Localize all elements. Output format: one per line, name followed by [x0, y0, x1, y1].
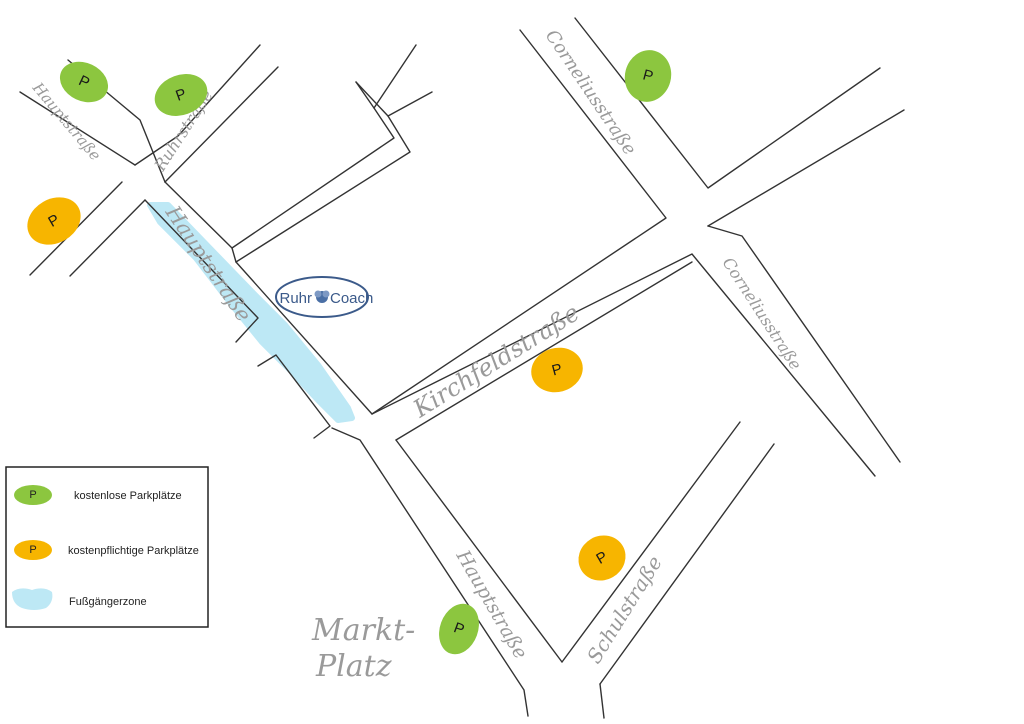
street-line: [371, 29, 667, 415]
legend-symbol-paid: [14, 540, 52, 560]
legend-label-paid: kostenpflichtige Parkplätze: [68, 545, 199, 557]
street-line: [561, 421, 741, 663]
street-line: [164, 181, 876, 477]
parking-marker-paid[interactable]: P: [526, 342, 588, 398]
marker-shape: [154, 74, 208, 116]
street-line: [355, 81, 389, 117]
street-line: [134, 44, 261, 166]
street-line: [69, 199, 146, 277]
marker-shape: [578, 535, 626, 581]
street-line: [599, 443, 775, 685]
parking-markers: P P P P P P P: [19, 45, 677, 660]
logo-text-left: Ruhr: [279, 290, 312, 307]
legend-item-free: P kostenlose Parkplätze: [14, 485, 182, 505]
marker-shape: [27, 197, 81, 245]
street-line: [331, 427, 529, 717]
parking-marker-free[interactable]: P: [432, 598, 485, 660]
parking-marker-free[interactable]: P: [149, 67, 213, 123]
street-label-corneliusstrasse-east: Corneliusstraße: [719, 254, 806, 373]
marker-label: P: [550, 360, 564, 379]
street-line: [19, 91, 136, 166]
legend-item-pedestrian: Fußgängerzone: [12, 588, 147, 610]
marker-shape: [439, 603, 479, 655]
legend-label-free: kostenlose Parkplätze: [74, 490, 182, 502]
parking-marker-paid[interactable]: P: [19, 188, 89, 254]
marker-label: P: [641, 66, 655, 85]
legend-symbol-label: P: [29, 544, 36, 556]
place-label-marktplatz-line1: Markt-: [311, 613, 415, 648]
street-line: [599, 683, 605, 719]
street-line: [707, 109, 905, 227]
logo-text-right: Coach: [330, 290, 373, 307]
street-line: [231, 44, 417, 249]
street-line: [257, 354, 331, 439]
street-line: [144, 199, 259, 343]
legend-symbol-free: [14, 485, 52, 505]
marker-shape: [531, 347, 583, 393]
street-line: [355, 81, 375, 109]
marker-shape: [59, 61, 109, 103]
marker-shape: [624, 50, 672, 102]
ruhrcoach-logo: Ruhr Coach: [275, 276, 373, 318]
street-line: [574, 17, 881, 189]
street-label-hauptstrasse-center: Hauptstraße: [160, 201, 256, 327]
street-lines: [19, 17, 905, 719]
legend-label-pedestrian: Fußgängerzone: [69, 596, 147, 608]
street-line: [164, 66, 279, 183]
tree-icon: [314, 290, 330, 303]
street-line: [395, 261, 693, 441]
street-line: [395, 439, 563, 663]
parking-marker-free[interactable]: P: [619, 45, 677, 107]
place-label-marktplatz-line2: Platz: [315, 649, 392, 684]
map-legend: P kostenlose Parkplätze P kostenpflichti…: [5, 466, 209, 628]
street-label-corneliusstrasse-north: Corneliusstraße: [541, 26, 640, 159]
legend-symbol-label: P: [29, 489, 36, 501]
parking-marker-free[interactable]: P: [53, 54, 114, 110]
parking-marker-paid[interactable]: P: [570, 527, 634, 589]
legend-item-paid: P kostenpflichtige Parkplätze: [14, 540, 199, 560]
street-line: [707, 225, 901, 463]
legend-symbol-pedestrian: [12, 588, 53, 610]
street-line: [235, 91, 433, 263]
